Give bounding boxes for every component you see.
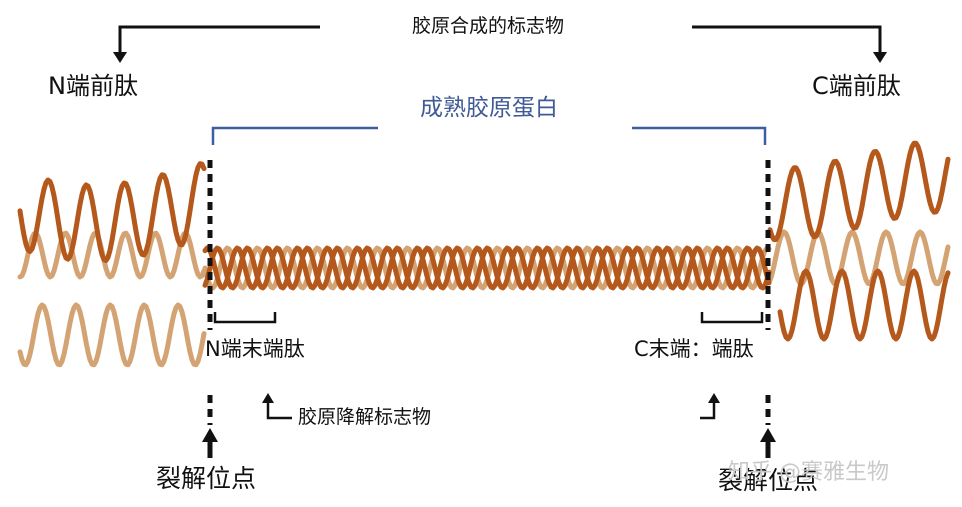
- c-telopeptide-label: C末端：端肽: [634, 337, 754, 361]
- synthesis-arrow-right-line: [692, 25, 882, 55]
- n-propeptide-strand-upper: [17, 161, 207, 263]
- degradation-arrow-right-head: [708, 393, 720, 403]
- cleavage-site-right-label: 裂解位点: [718, 466, 819, 495]
- synthesis-arrow-right-head: [873, 52, 887, 63]
- degradation-arrow-left-head: [262, 393, 274, 403]
- cleavage-up-arrow-left-head: [202, 428, 218, 442]
- mature-collagen-label: 成熟胶原蛋白: [420, 95, 558, 121]
- watermark-text: 知乎 @赛雅生物: [728, 460, 889, 485]
- c-propeptide-label: C端前肽: [812, 72, 901, 100]
- degradation-arrow-left: [266, 400, 292, 420]
- n-telopeptide-label: N端末端肽: [205, 337, 305, 361]
- n-propeptide-label: N端前肽: [48, 72, 138, 100]
- degradation-arrow-right: [700, 400, 716, 420]
- telopeptide-brackets: [213, 312, 764, 324]
- n-propeptide-strand-lower: [17, 302, 207, 368]
- degradation-marker-arrows: [262, 393, 720, 420]
- synthesis-arrow-left-line: [118, 25, 320, 55]
- helix-strand-dark-2: [202, 245, 772, 291]
- mature-collagen-bracket: [211, 126, 767, 145]
- cleavage-lines: [207, 160, 771, 425]
- cleavage-site-left-label: 裂解位点: [156, 464, 257, 493]
- helix-strand-dark-1: [202, 245, 772, 291]
- degradation-marker-label: 胶原降解标志物: [298, 406, 432, 428]
- mature-bracket-right: [632, 126, 767, 145]
- synthesis-marker-label: 胶原合成的标志物: [412, 15, 565, 37]
- c-telopeptide-bracket: [700, 312, 764, 324]
- cleavage-up-arrow-right-head: [760, 428, 776, 442]
- c-propeptide-strand-upper: [767, 140, 951, 243]
- synthesis-marker-arrows: [113, 25, 887, 63]
- synthesis-arrow-left-head: [113, 52, 127, 63]
- cleavage-site-arrows: [202, 428, 776, 458]
- mature-bracket-left: [211, 126, 378, 145]
- c-propeptide-strand-lower: [777, 268, 951, 342]
- n-telopeptide-bracket: [213, 312, 277, 324]
- strand-dark-group: [17, 140, 951, 342]
- n-propeptide-strand-middle: [17, 230, 207, 280]
- c-propeptide-strand-middle: [767, 229, 951, 287]
